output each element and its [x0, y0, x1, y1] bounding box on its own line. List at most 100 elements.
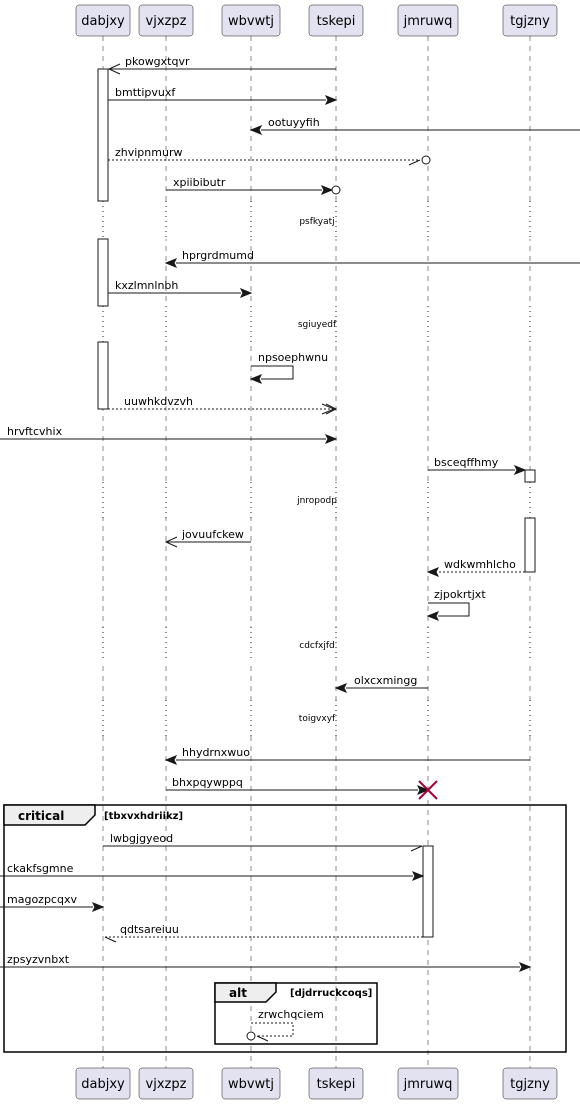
divider-gap-1 [0, 201, 580, 239]
participant-box-tgjzny[interactable] [502, 4, 558, 37]
message-wdkwmhlcho[interactable]: wdkwmhlcho [426, 558, 525, 577]
participant-box-wbvwtj[interactable] [221, 4, 281, 37]
activation-tgjzny-2 [524, 517, 536, 573]
message-label-ckakfsgmne: ckakfsgmne [7, 862, 74, 875]
message-hrvftcvhix[interactable]: hrvftcvhix [0, 425, 338, 444]
participant-box-tskepi-bottom[interactable] [308, 1067, 364, 1100]
activation-dabjxy-3 [97, 341, 109, 410]
lost-circle [421, 155, 431, 165]
message-label-wdkwmhlcho: wdkwmhlcho [444, 558, 516, 571]
destroy-icon [418, 780, 438, 800]
participant-label-dabjxy: dabjxy [81, 14, 125, 29]
participant-label-tskepi-bottom: tskepi [317, 1077, 356, 1092]
message-label-xpiibibutr: xpiibibutr [173, 176, 226, 189]
divider-gap-2 [0, 306, 580, 342]
participants-bottom: dabjxy vjxzpz wbvwtj tskepi jmruwq tgjzn… [75, 1067, 558, 1100]
divider-label-5: toigvxyf [299, 714, 336, 724]
fragment-alt-kind: alt [229, 986, 247, 1000]
message-label-npsoephwnu: npsoephwnu [258, 351, 328, 364]
fragment-alt: alt [djdrruckcoqs] zrwchqciem [214, 982, 378, 1045]
divider-dots [102, 201, 531, 736]
message-label-hhydrnxwuo: hhydrnxwuo [182, 746, 250, 759]
participant-box-dabjxy[interactable] [75, 4, 131, 37]
participant-label-tskepi: tskepi [317, 14, 356, 29]
message-label-qdtsareiuu: qdtsareiuu [120, 923, 179, 936]
message-uuwhkdvzvh[interactable]: uuwhkdvzvh [108, 395, 338, 415]
message-label-zpsyzvnbxt: zpsyzvnbxt [7, 953, 70, 966]
activations [97, 68, 536, 938]
message-label-zrwchqciem: zrwchqciem [258, 1008, 324, 1021]
fragment-critical-frame [3, 804, 567, 1053]
participant-label-jmruwq-bottom: jmruwq [403, 1077, 453, 1092]
fragment-alt-guard: [djdrruckcoqs] [290, 988, 372, 999]
activation-dabjxy-1 [97, 68, 109, 202]
fragment-alt-frame [214, 982, 378, 1045]
participant-box-jmruwq-bottom[interactable] [397, 1067, 459, 1100]
participant-box-tskepi[interactable] [308, 4, 364, 37]
fragment-critical-guard: [tbxvxhdriikz] [104, 811, 183, 822]
message-label-pkowgxtqvr: pkowgxtqvr [125, 55, 190, 68]
participant-label-tgjzny-bottom: tgjzny [510, 1077, 550, 1092]
message-hhydrnxwuo[interactable]: hhydrnxwuo [164, 746, 530, 765]
divider-gap-3 [0, 482, 580, 518]
message-label-zhvipnmurw: zhvipnmurw [115, 146, 182, 159]
message-label-lwbgjgyeod: lwbgjgyeod [110, 832, 173, 845]
divider-label-4: cdcfxjfd [299, 641, 335, 651]
participant-label-tgjzny: tgjzny [510, 14, 550, 29]
divider-gap-5 [0, 700, 580, 736]
circle-open-icon [246, 1031, 256, 1041]
message-kxzlmnlnbh[interactable]: kxzlmnlnbh [108, 279, 253, 298]
message-label-kxzlmnlnbh: kxzlmnlnbh [115, 279, 178, 292]
divider-label-1: psfkyatj [299, 217, 334, 227]
activation-dabjxy-2 [97, 238, 109, 307]
fragment-critical-tab [3, 804, 96, 826]
message-bsceqffhmy[interactable]: bsceqffhmy [428, 456, 527, 475]
message-lwbgjgyeod[interactable]: lwbgjgyeod [103, 832, 423, 852]
messages: pkowgxtqvr bmttipvuxf ootuyyfih zhvipnmu… [0, 55, 580, 800]
participant-box-dabjxy-bottom[interactable] [75, 1067, 131, 1100]
message-olxcxmingg[interactable]: olxcxmingg [334, 674, 428, 693]
message-qdtsareiuu[interactable]: qdtsareiuu [104, 923, 423, 943]
message-label-hrvftcvhix: hrvftcvhix [7, 425, 63, 438]
arrow-circle [331, 185, 341, 195]
message-hprgrdmumd[interactable]: hprgrdmumd [164, 249, 580, 268]
message-ckakfsgmne[interactable]: ckakfsgmne [0, 862, 425, 881]
messages-critical: lwbgjgyeod ckakfsgmne magozpcqxv qdtsare… [0, 832, 532, 972]
divider-gaps [0, 201, 580, 736]
dividers: psfkyatj sgiuyedf jnropodp cdcfxjfd toig… [296, 217, 337, 724]
lifelines [102, 36, 531, 1068]
fragment-alt-tab [214, 982, 277, 1003]
message-label-bmttipvuxf: bmttipvuxf [115, 86, 176, 99]
message-xpiibibutr[interactable]: xpiibibutr [166, 176, 341, 195]
message-magozpcqxv[interactable]: magozpcqxv [0, 893, 105, 912]
message-bmttipvuxf[interactable]: bmttipvuxf [108, 86, 338, 105]
participant-box-vjxzpz[interactable] [138, 4, 194, 37]
message-ootuyyfih[interactable]: ootuyyfih [249, 116, 580, 135]
message-zjpokrtjxt[interactable]: zjpokrtjxt [426, 588, 486, 621]
message-jovuufckew[interactable]: jovuufckew [164, 528, 251, 548]
message-zhvipnmurw[interactable]: zhvipnmurw [108, 146, 431, 166]
message-label-olxcxmingg: olxcxmingg [354, 674, 417, 687]
participant-label-dabjxy-bottom: dabjxy [81, 1077, 125, 1092]
activation-tgjzny-1 [524, 469, 536, 483]
participant-box-vjxzpz-bottom[interactable] [138, 1067, 194, 1100]
participant-box-jmruwq[interactable] [397, 4, 459, 37]
participant-box-tgjzny-bottom[interactable] [502, 1067, 558, 1100]
divider-label-3: jnropodp [296, 496, 337, 506]
participant-box-wbvwtj-bottom[interactable] [221, 1067, 281, 1100]
message-label-jovuufckew: jovuufckew [181, 528, 244, 541]
message-pkowgxtqvr[interactable]: pkowgxtqvr [107, 55, 336, 75]
message-zrwchqciem[interactable]: zrwchqciem [246, 1008, 324, 1042]
message-npsoephwnu[interactable]: npsoephwnu [249, 351, 328, 384]
activation-jmruwq [422, 845, 434, 938]
message-zpsyzvnbxt[interactable]: zpsyzvnbxt [0, 953, 532, 972]
participant-label-vjxzpz-bottom: vjxzpz [146, 1077, 187, 1092]
message-label-hprgrdmumd: hprgrdmumd [182, 249, 254, 262]
participant-label-wbvwtj-bottom: wbvwtj [228, 1077, 274, 1092]
participants-top: dabjxy vjxzpz wbvwtj tskepi jmruwq tgjzn… [75, 4, 558, 37]
message-bhxpqywppq[interactable]: bhxpqywppq [166, 776, 438, 800]
message-label-bhxpqywppq: bhxpqywppq [172, 776, 243, 789]
participant-label-jmruwq: jmruwq [403, 14, 453, 29]
message-label-magozpcqxv: magozpcqxv [7, 893, 77, 906]
